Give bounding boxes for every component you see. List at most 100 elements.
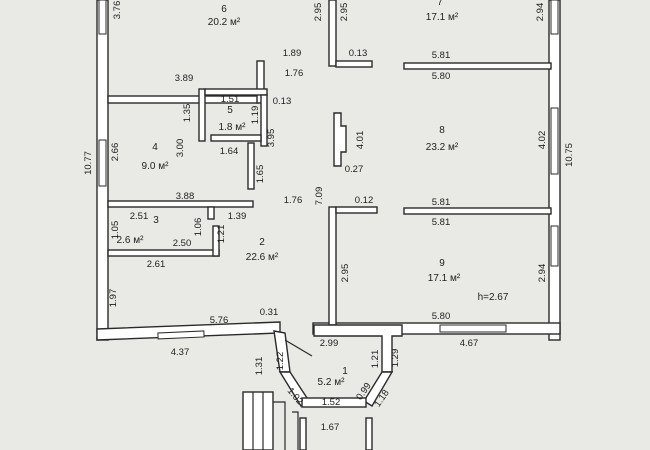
dim-label: 1.39 <box>228 211 247 222</box>
room-7-number: 7 <box>437 0 443 8</box>
wall-3-south <box>107 249 220 257</box>
room-8-number: 8 <box>439 125 445 136</box>
dim-label: 5.81 <box>432 217 451 228</box>
bay-vestibule <box>273 324 403 408</box>
bay-se-wall <box>363 371 394 407</box>
wall-5-north <box>204 88 268 96</box>
dim-label: 1.51 <box>221 94 240 105</box>
room-7-area: 17.1 м² <box>426 12 459 23</box>
bay-south-wall <box>301 397 367 408</box>
room-3-area: 2.6 м² <box>117 235 145 246</box>
dim-label: 0.13 <box>273 96 292 107</box>
dim-label: 1.21 <box>216 225 227 244</box>
dim-label: 1.89 <box>283 48 302 59</box>
stub-wall-lower <box>335 206 378 214</box>
room-labels: 6 20.2 м² 7 17.1 м² 5 1.8 м² 4 9.0 м² 8 … <box>117 0 509 388</box>
dim-label: 1.67 <box>321 422 340 433</box>
dim-label: 5.80 <box>432 71 451 82</box>
spine-wall-top <box>328 0 337 67</box>
dim-label: 1.19 <box>250 106 261 125</box>
dim-label: 1.52 <box>322 397 341 408</box>
dim-label: 0.31 <box>260 307 279 318</box>
pillar <box>333 112 347 167</box>
window-room7-east <box>550 0 559 35</box>
porch-steps <box>242 391 373 450</box>
dim-label: 2.94 <box>535 3 546 22</box>
dim-label: 10.75 <box>564 143 575 167</box>
dim-label: 3.88 <box>176 191 195 202</box>
dim-label: 2.61 <box>147 259 166 270</box>
dim-label: 1.22 <box>275 352 286 371</box>
ceiling-height: h=2.67 <box>478 292 509 303</box>
dim-label: 2.51 <box>130 211 149 222</box>
dim-label: 5.81 <box>432 197 451 208</box>
stub-wall-upper <box>335 60 373 68</box>
window-room4-west <box>98 139 107 187</box>
door-swing-line <box>284 339 313 357</box>
dim-label: 7.09 <box>314 187 325 206</box>
south-wall-right <box>312 322 561 335</box>
wall-5-west <box>198 88 206 142</box>
wall-5-south <box>210 134 262 142</box>
dim-label: 1.05 <box>110 221 121 240</box>
steps-block <box>242 391 274 450</box>
dim-label: 1.76 <box>284 195 303 206</box>
room-4-number: 4 <box>152 142 158 153</box>
wall-4-3 <box>107 200 254 208</box>
room-5-area: 1.8 м² <box>219 122 247 133</box>
dim-label: 10.77 <box>83 151 94 175</box>
interior-walls <box>107 0 552 326</box>
partition-7-8 <box>403 62 552 70</box>
wall-5-east <box>260 94 268 147</box>
dim-label: 2.50 <box>173 238 192 249</box>
room-5-number: 5 <box>227 105 233 116</box>
dim-label: 3.95 <box>266 129 277 148</box>
dim-label: 2.94 <box>537 264 548 283</box>
wall-3-stub <box>207 206 215 220</box>
dim-label: 5.76 <box>210 315 229 326</box>
dim-label: 0.12 <box>355 195 374 206</box>
window-room9-east <box>550 225 559 267</box>
room-8-area: 23.2 м² <box>426 142 459 153</box>
dim-label: 3.00 <box>175 139 186 158</box>
dim-label: 1.06 <box>193 218 204 237</box>
wall-3-east <box>212 225 220 257</box>
room-9-area: 17.1 м² <box>428 273 461 284</box>
room-3-number: 3 <box>153 215 159 226</box>
partition-8-9 <box>403 207 552 215</box>
dim-label: 4.37 <box>171 347 190 358</box>
room-6-number: 6 <box>221 4 227 15</box>
dim-label: 1.35 <box>182 104 193 123</box>
dim-label: 0.13 <box>349 48 368 59</box>
dim-label: 2.95 <box>340 264 351 283</box>
room-1-area: 5.2 м² <box>318 377 346 388</box>
spine-wall-bottom <box>328 206 337 326</box>
dim-label: 4.02 <box>537 131 548 150</box>
dim-label: 1.76 <box>285 68 304 79</box>
window-room8-east <box>550 107 559 175</box>
dim-label: 1.65 <box>255 165 266 184</box>
dim-label: 2.95 <box>339 3 350 22</box>
dim-label: 3.89 <box>175 73 194 84</box>
dim-label: 1.64 <box>220 146 239 157</box>
dim-label: 2.99 <box>320 338 339 349</box>
dim-label: 1.29 <box>390 349 401 368</box>
dim-label: 2.95 <box>313 3 324 22</box>
window-room9-south <box>439 324 507 333</box>
dim-label: 0.27 <box>345 164 364 175</box>
dim-label: 3.76 <box>112 1 123 20</box>
wall-4-2 <box>247 142 255 190</box>
room-2-number: 2 <box>259 237 265 248</box>
room-6-area: 20.2 м² <box>208 17 241 28</box>
dimension-labels: 3.76 2.95 2.95 2.94 1.89 0.13 5.81 1.76 … <box>83 1 575 433</box>
dim-label: 2.66 <box>110 143 121 162</box>
windows <box>98 0 559 340</box>
dim-label: 4.01 <box>355 131 366 150</box>
dim-label: 1.97 <box>108 289 119 308</box>
room-4-area: 9.0 м² <box>142 161 170 172</box>
dim-label: 5.81 <box>432 50 451 61</box>
dim-label: 4.67 <box>460 338 479 349</box>
dim-label: 5.80 <box>432 311 451 322</box>
dim-label: 1.21 <box>370 350 381 369</box>
